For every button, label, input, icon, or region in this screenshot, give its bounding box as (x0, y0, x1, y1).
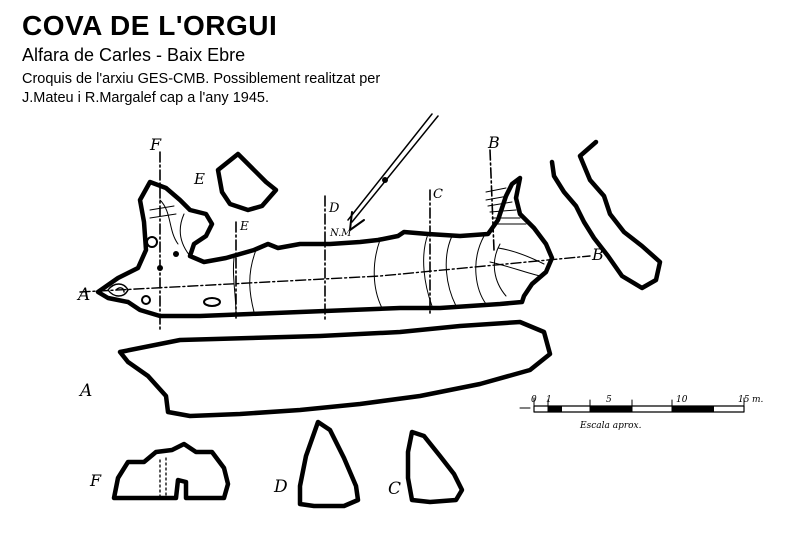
section-c-outline (405, 429, 465, 505)
scale-unit-label: m. (752, 395, 764, 405)
north-arrow (347, 113, 439, 223)
label-section-d-line: D (328, 201, 340, 216)
page-title: COVA DE L'ORGUI (22, 10, 278, 41)
scale-tick-label: 10 (676, 395, 688, 405)
stalagmite-mark (141, 295, 151, 305)
caption-line-2: J.Mateu i R.Margalef cap a l'any 1945. (22, 90, 269, 106)
section-e-outline (215, 151, 279, 213)
label-section-e-small: E (193, 170, 205, 188)
cave-dot (173, 251, 179, 257)
section-f-outline (111, 441, 231, 501)
entrance-arcs (107, 283, 129, 297)
section-line-a-axis (79, 255, 591, 293)
caption-line-1: Croquis de l'arxiu GES-CMB. Possiblement… (22, 71, 381, 87)
scale-bar (519, 397, 745, 413)
page-subtitle: Alfara de Carles - Baix Ebre (22, 45, 246, 65)
label-section-f-top: F (149, 135, 162, 154)
scale-tick-label: 0 (531, 395, 537, 405)
profile-a-outline (117, 319, 553, 419)
label-section-b-right: B (591, 245, 604, 264)
scale-tick-label: 15 (738, 395, 750, 405)
scale-caption: Escala aprox. (579, 421, 642, 431)
stalagmite-mark (203, 297, 221, 307)
label-section-f-bottom: F (89, 471, 102, 490)
section-b-outline (549, 139, 663, 291)
scale-tick-label: 1 (546, 395, 552, 405)
scale-tick-label: 5 (606, 395, 612, 405)
north-arrow-head (349, 211, 365, 231)
stalagmite-mark (146, 236, 158, 248)
cave-plan-outline (95, 175, 555, 319)
cave-contour-line (159, 199, 545, 315)
label-profile-a: A (78, 381, 92, 401)
source-caption: Croquis de l'arxiu GES-CMB. Possiblement… (22, 70, 380, 108)
section-d-outline (297, 419, 361, 509)
label-north: N.M (329, 228, 352, 239)
label-section-a-left: A (76, 285, 90, 305)
label-section-e-line: E (239, 219, 249, 233)
north-arrow-dot (382, 177, 388, 183)
label-section-c-line: C (433, 187, 443, 202)
label-section-c-bottom: C (388, 479, 401, 499)
label-section-d-bottom: D (273, 477, 288, 497)
section-line-b (489, 149, 495, 251)
section-f-dotted (159, 457, 167, 499)
label-section-b-top: B (487, 133, 500, 152)
cave-contour-hatching (149, 187, 527, 225)
